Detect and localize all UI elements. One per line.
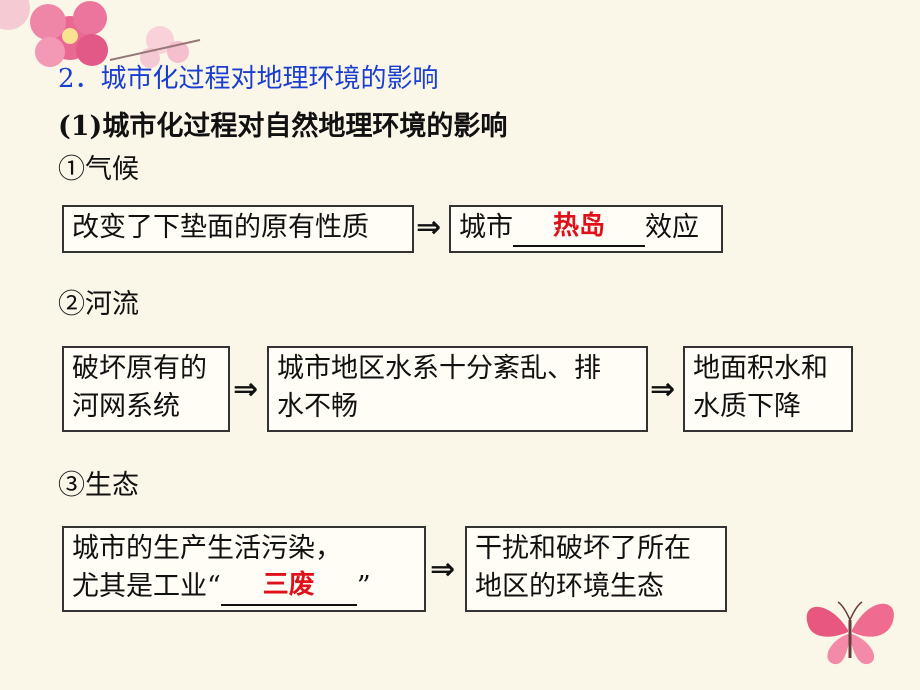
arrow-icon: ⇒ — [650, 372, 676, 407]
ecology-effect-box: 干扰和破坏了所在 地区的环境生态 — [465, 526, 727, 612]
sub-heading: (1)城市化过程对自然地理环境的影响 — [58, 111, 508, 142]
ecology-cause-pre: 尤其是工业“ — [72, 571, 221, 602]
answer-text: 三废 — [262, 570, 315, 600]
river-effect-box: 地面积水和 水质下降 — [683, 346, 853, 432]
climate-effect-box: 城市 热岛 效应 — [449, 205, 723, 253]
ecology-effect-line1: 干扰和破坏了所在 — [475, 533, 691, 564]
climate-label: ①气候 — [58, 154, 139, 185]
pink-flower-icon — [0, 0, 201, 68]
river-label: ②河流 — [58, 289, 139, 320]
arrow-icon: ⇒ — [233, 372, 259, 407]
climate-effect-post: 效应 — [645, 212, 699, 243]
answer-blank: 三废 — [220, 568, 357, 606]
river-cause-box: 破坏原有的 河网系统 — [62, 346, 230, 432]
ecology-effect-line2: 地区的环境生态 — [475, 571, 664, 602]
climate-cause-box: 改变了下垫面的原有性质 — [62, 205, 414, 253]
ecology-cause-line1: 城市的生产生活污染， — [72, 533, 342, 564]
ecology-cause-post: ” — [356, 571, 371, 602]
section-heading: 2．城市化过程对地理环境的影响 — [58, 64, 439, 94]
ecology-label: ③生态 — [58, 470, 139, 501]
river-middle-line2: 水不畅 — [277, 391, 358, 422]
river-effect-line2: 水质下降 — [693, 391, 801, 422]
river-middle-line1: 城市地区水系十分紊乱、排 — [277, 353, 601, 384]
river-middle-box: 城市地区水系十分紊乱、排 水不畅 — [267, 346, 648, 432]
river-cause-line1: 破坏原有的 — [72, 353, 207, 384]
arrow-icon: ⇒ — [430, 552, 456, 587]
river-cause-line2: 河网系统 — [72, 391, 180, 422]
river-effect-line1: 地面积水和 — [693, 353, 828, 384]
climate-effect-pre: 城市 — [459, 212, 513, 243]
climate-cause-text: 改变了下垫面的原有性质 — [72, 212, 369, 243]
ecology-cause-line2: 尤其是工业“ 三废 ” — [72, 568, 416, 606]
answer-text: 热岛 — [552, 211, 605, 241]
arrow-icon: ⇒ — [416, 210, 442, 245]
butterfly-icon — [806, 601, 894, 665]
ecology-cause-box: 城市的生产生活污染， 尤其是工业“ 三废 ” — [62, 526, 426, 612]
answer-blank: 热岛 — [513, 209, 645, 247]
